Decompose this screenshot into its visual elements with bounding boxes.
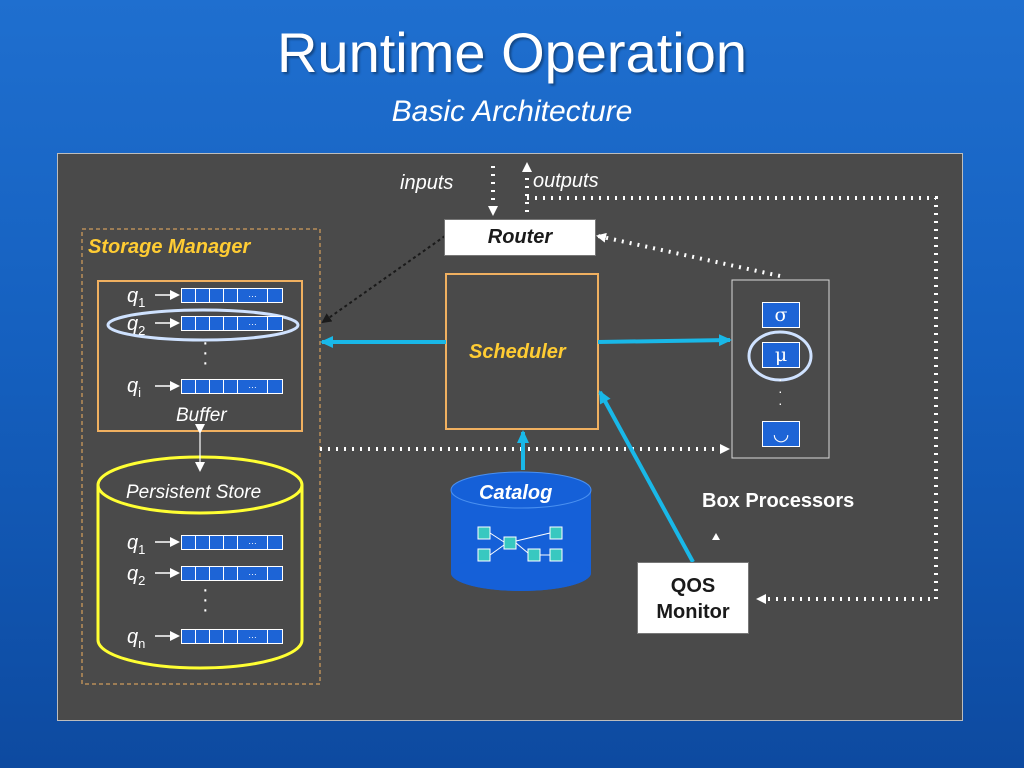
buffer-queue-label-i: qi [127,375,142,400]
router-label: Router [487,226,553,248]
buffer-label: Buffer [176,405,227,426]
slide-subtitle: Basic Architecture [391,95,633,128]
scheduler-box [445,273,599,430]
buffer-queue-label-1: q1 [127,285,146,310]
mu-highlight-oval [747,330,813,382]
buffer-queue-label-2: q2 [127,313,146,338]
store-queue-label-2: q2 [127,563,146,588]
storage-manager-label: Storage Manager [88,236,251,258]
outputs-loop-path [527,196,938,604]
catalog-label: Catalog [479,482,553,504]
qos-monitor-label-line2: Monitor [656,601,730,623]
sigma-operator-box: σ [762,302,800,328]
persistent-store-label: Persistent Store [126,482,262,503]
processors-to-router-arrow [596,232,781,278]
buffer-queue-2: … [181,316,283,331]
slide-title: Runtime Operation [276,21,747,84]
small-marker-triangle [712,533,720,540]
outputs-label: outputs [533,170,599,192]
qos-monitor-box: QOS Monitor [637,562,749,634]
box-processors-label: Box Processors [702,490,855,512]
router-to-storage-arrow [321,235,446,324]
storage-manager-boundary [81,228,321,685]
catalog-bottom [451,555,591,591]
buffer-queue-1: … [181,288,283,303]
inputs-label: inputs [400,172,454,194]
buffer-queue-i: … [181,379,283,394]
catalog-top [450,471,592,509]
router-box: Router [444,219,596,256]
q2-highlight-oval [106,308,300,342]
qos-monitor-label-line1: QOS [670,575,716,597]
store-vertical-dots: · · · [202,579,209,621]
store-queue-n: … [181,629,283,644]
buffer-vertical-dots: · · · [202,332,209,374]
store-queue-label-n: qn [127,626,146,651]
union-operator-box: ◡ [762,421,800,447]
box-processors-box [731,279,830,459]
operators-vertical-dots: · · · [778,371,783,411]
store-queue-1: … [181,535,283,550]
mu-operator-box: μ [762,342,800,368]
scheduler-to-processors-arrow [597,334,732,347]
catalog-graph-icon [477,526,563,562]
persistent-store-cylinder [96,485,304,670]
scheduler-label: Scheduler [469,341,566,363]
store-queue-2: … [181,566,283,581]
qos-to-scheduler-arrow [598,390,695,563]
store-queue-label-1: q1 [127,532,146,557]
